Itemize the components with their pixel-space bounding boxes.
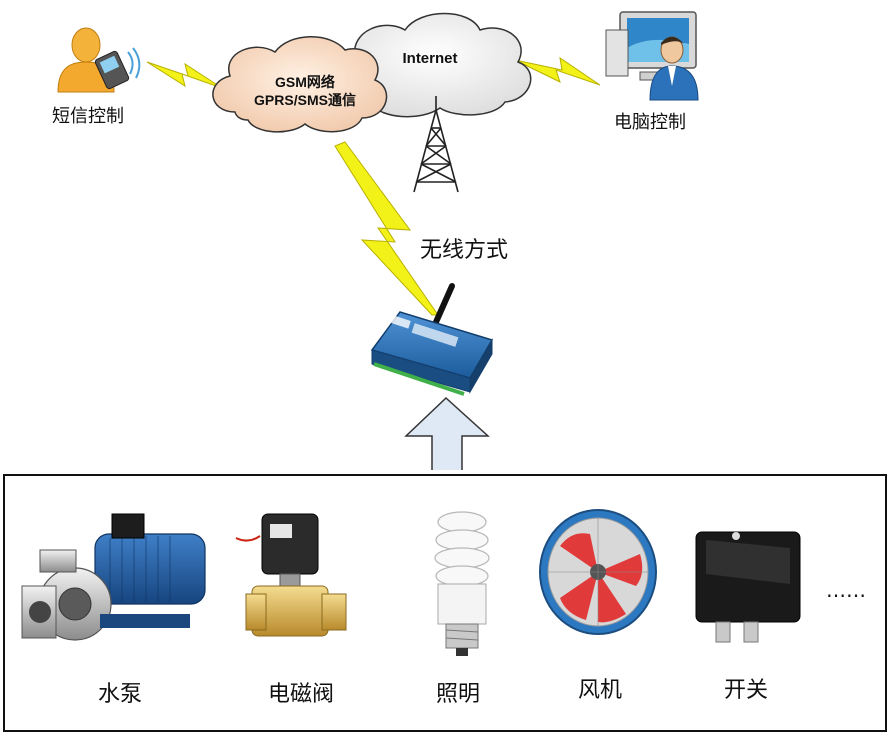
internet-cloud [338, 12, 532, 118]
computer-user-icon [605, 11, 699, 101]
solenoid-valve-label: 电磁阀 [268, 682, 335, 707]
top-diagram-svg [57, 11, 699, 470]
radio-tower [413, 96, 459, 193]
gsm-network-label: GSM网络 [275, 74, 335, 90]
internet-label: Internet [402, 50, 458, 67]
water-pump-icon [21, 513, 206, 641]
remote-controller-device [370, 283, 494, 396]
devices-svg [21, 509, 801, 656]
rocker-switch-icon [695, 531, 801, 643]
lighting-label: 照明 [436, 682, 481, 707]
light-bulb-icon [434, 511, 490, 656]
gprs-sms-label: GPRS/SMS通信 [254, 92, 356, 108]
gsm-cloud [212, 36, 388, 133]
fan-label: 风机 [578, 678, 623, 703]
lightning-bolt-pc [514, 56, 601, 86]
person-phone-icon [57, 27, 141, 93]
wireless-mode-label: 无线方式 [420, 238, 509, 263]
lightning-bolt-sms [146, 61, 223, 89]
solenoid-valve-icon [235, 513, 347, 637]
up-arrow [404, 396, 490, 470]
water-pump-label: 水泵 [98, 682, 143, 707]
lightning-bolt-wireless [334, 141, 439, 316]
sms-control-label: 短信控制 [52, 106, 124, 127]
more-devices-ellipsis: …… [826, 578, 866, 602]
fan-icon [539, 509, 657, 635]
pc-control-label: 电脑控制 [614, 112, 686, 133]
switch-label: 开关 [724, 678, 769, 703]
